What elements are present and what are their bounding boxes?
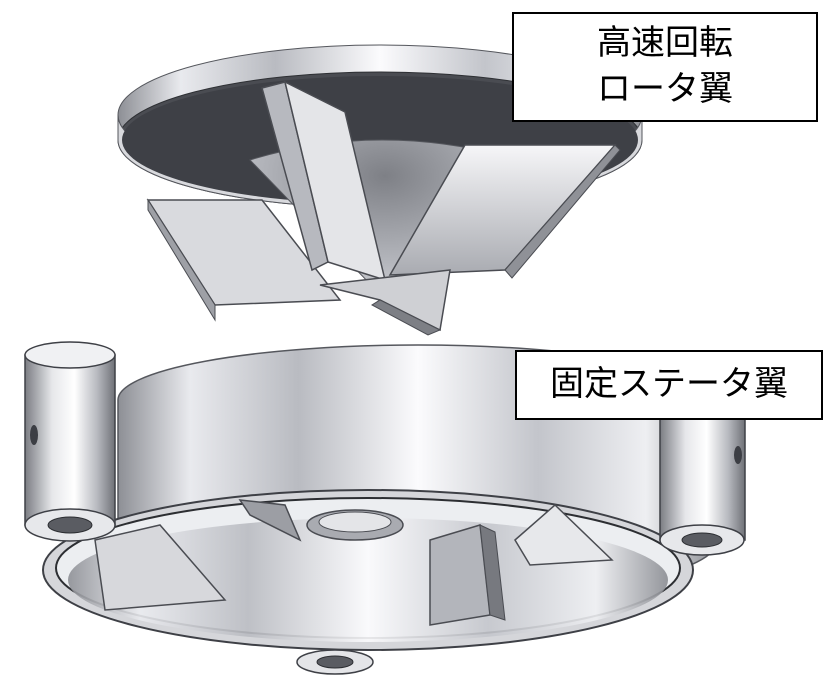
rotor-label-line1: 高速回転 <box>597 23 733 64</box>
stator-post-bottom <box>296 649 374 675</box>
rotor-label-line2: ロータ翼 <box>597 69 733 109</box>
stator-label: 固定ステータ翼 <box>515 350 823 420</box>
stator-vane-left <box>94 524 227 611</box>
stator-vane-right <box>514 503 614 566</box>
stator-post-left <box>24 341 116 542</box>
rotor-label: 高速回転 ロータ翼 <box>512 12 818 122</box>
stator-vane-center <box>238 499 302 542</box>
rotor <box>117 44 643 336</box>
stator-vane-front <box>429 524 491 626</box>
stator-post-right <box>659 399 746 556</box>
stator-label-text: 固定ステータ翼 <box>550 364 788 405</box>
